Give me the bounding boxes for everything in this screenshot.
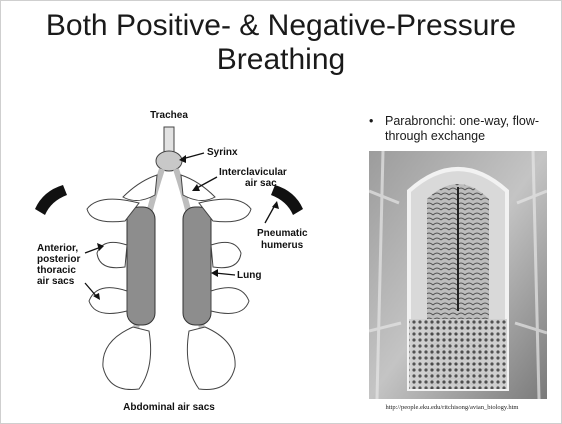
humerus-left: [35, 185, 67, 215]
label-interclavicular-2: air sac: [245, 178, 277, 189]
bullet-item: • Parabronchi: one-way, flow-through exc…: [369, 114, 559, 144]
thoracic-sac-left-lower: [89, 288, 127, 314]
thoracic-sac-right: [211, 242, 241, 267]
label-anterior-2: posterior: [37, 254, 80, 265]
label-pneumatic-1: Pneumatic: [257, 228, 308, 239]
lung-right: [183, 207, 211, 325]
thoracic-sac-right-lower: [211, 288, 249, 314]
air-capillary-mesh: [409, 319, 507, 389]
syrinx-shape: [156, 151, 182, 171]
label-anterior-3: thoracic: [37, 265, 76, 276]
slide-title: Both Positive- & Negative-Pressure Breat…: [17, 9, 545, 77]
label-lung: Lung: [237, 270, 261, 281]
interclavicular-sac-left: [123, 175, 157, 201]
abdominal-sac-left: [103, 327, 151, 390]
abdominal-sac-right: [187, 327, 235, 390]
label-syrinx: Syrinx: [207, 147, 238, 158]
label-interclavicular-1: Interclavicular: [219, 167, 287, 178]
source-url: http://people.eku.edu/ritchisong/avian_b…: [347, 404, 557, 411]
avian-respiratory-diagram: Trachea Syrinx Interclavicular air sac P…: [29, 105, 349, 417]
trachea-shape: [164, 127, 174, 153]
lung-left: [127, 207, 155, 325]
parabronchi-micrograph: [369, 151, 547, 399]
label-pneumatic-2: humerus: [261, 240, 304, 251]
label-abdominal: Abdominal air sacs: [123, 402, 215, 413]
label-anterior-4: air sacs: [37, 276, 75, 287]
bullet-text: Parabronchi: one-way, flow-through excha…: [369, 114, 559, 144]
bullet-marker: •: [369, 114, 373, 129]
label-trachea: Trachea: [150, 110, 188, 121]
label-anterior-1: Anterior,: [37, 243, 78, 254]
humerus-right: [271, 185, 303, 215]
